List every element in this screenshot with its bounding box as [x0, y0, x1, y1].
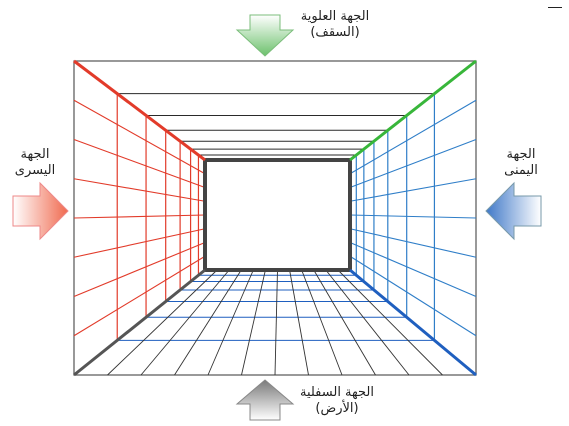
right-label-line2: اليمنى — [504, 163, 538, 178]
arrow-right-icon — [12, 181, 69, 241]
left-label-line1: الجهة — [20, 147, 50, 162]
floor-grid — [107, 269, 443, 376]
back-wall — [203, 158, 352, 272]
left-wall-converging-line — [73, 99, 206, 175]
left-wall-converging-line — [73, 178, 206, 202]
floor-converging-line — [174, 269, 242, 376]
left-label: الجهة اليسرى — [4, 147, 66, 179]
left-wall-grid — [73, 93, 206, 341]
bottom-label: الجهة السفلية (الأرض) — [287, 385, 387, 417]
floor-converging-line — [207, 269, 254, 376]
corner-dash — [548, 7, 562, 8]
floor-converging-line — [289, 269, 309, 376]
right-wall-converging-line — [349, 138, 477, 189]
arrow-left-icon — [485, 181, 542, 241]
right-wall-converging-line — [349, 241, 477, 298]
ceiling-right-edge — [349, 59, 477, 162]
left-wall-converging-line — [73, 241, 206, 298]
arrow-down-icon — [235, 14, 295, 57]
left-wall-converging-line — [73, 214, 206, 219]
floor-left-edge — [73, 268, 206, 377]
floor-converging-line — [241, 269, 266, 376]
floor-converging-line — [337, 269, 443, 376]
floor-converging-line — [107, 269, 218, 376]
left-wall-converging-line — [73, 255, 206, 337]
floor-converging-line — [313, 269, 376, 376]
top-label-line1: الجهة العلوية — [300, 9, 370, 24]
right-wall-converging-line — [349, 214, 477, 219]
floor-right-edge — [349, 268, 477, 377]
left-wall-converging-line — [73, 228, 206, 258]
floor-converging-line — [274, 269, 278, 376]
right-wall-grid — [349, 93, 477, 341]
right-label: الجهة اليمنى — [490, 147, 552, 179]
top-label: الجهة العلوية (السقف) — [285, 9, 385, 41]
bottom-label-line1: الجهة السفلية — [299, 385, 374, 400]
right-wall-converging-line — [349, 255, 477, 337]
floor-converging-line — [301, 269, 343, 376]
floor-converging-line — [140, 269, 230, 376]
left-label-line2: اليسرى — [14, 163, 56, 178]
ceiling-left-edge — [73, 59, 206, 162]
right-label-line1: الجهة — [506, 147, 536, 162]
arrow-up-icon — [235, 379, 295, 421]
ceiling-grid — [117, 93, 435, 156]
floor-converging-line — [325, 269, 410, 376]
right-wall-converging-line — [349, 228, 477, 258]
bottom-label-line2: (الأرض) — [315, 401, 359, 416]
top-label-line2: (السقف) — [310, 25, 360, 40]
left-wall-converging-line — [73, 138, 206, 189]
right-wall-converging-line — [349, 99, 477, 175]
right-wall-converging-line — [349, 178, 477, 202]
